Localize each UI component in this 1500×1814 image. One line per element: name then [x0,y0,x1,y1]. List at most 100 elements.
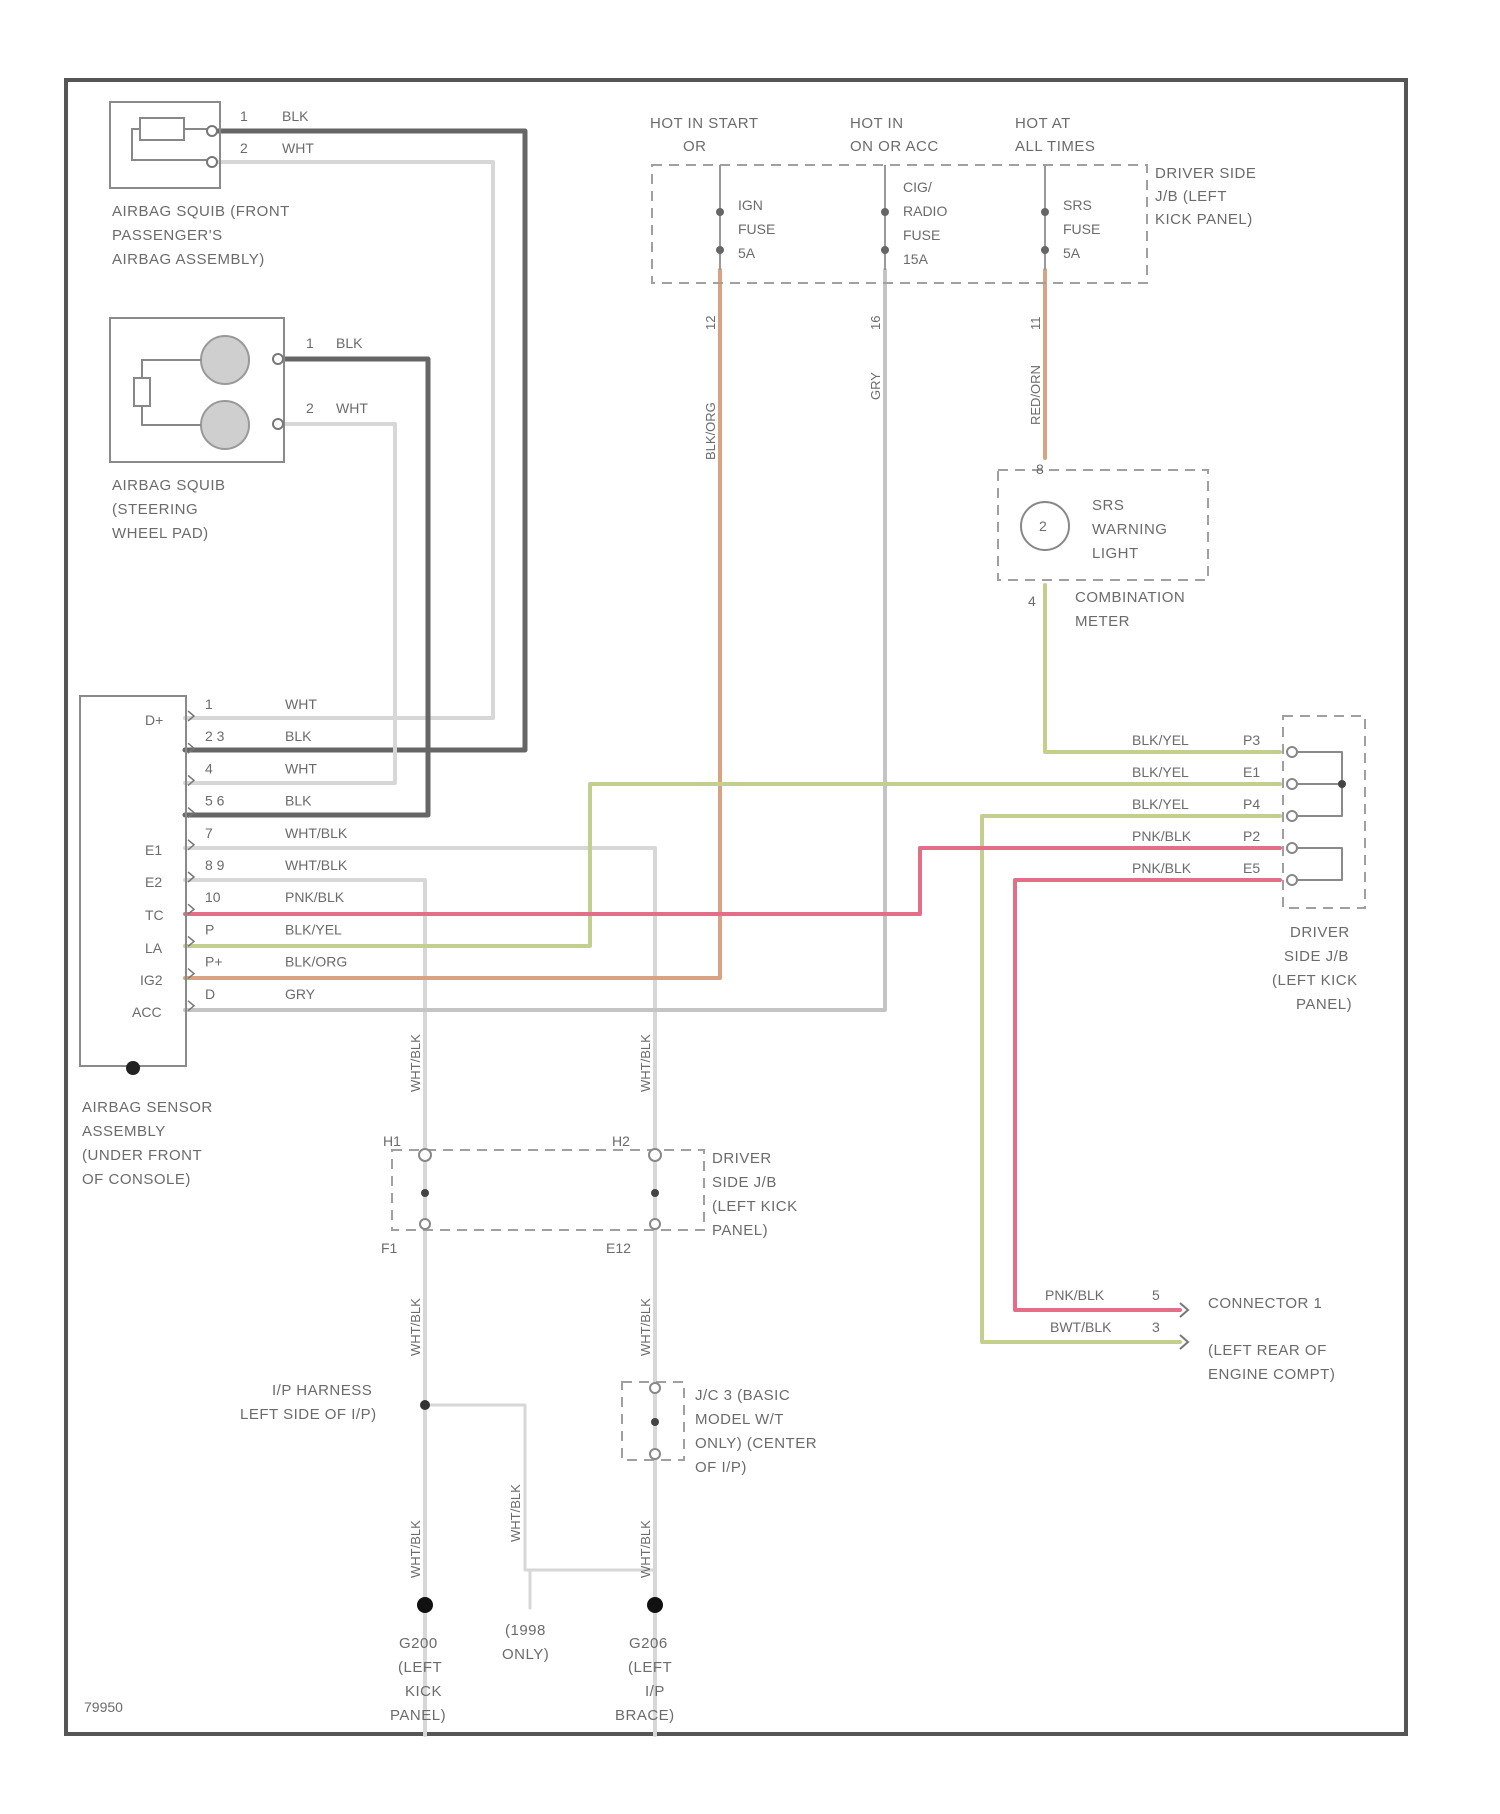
fuse-ign-2: FUSE [738,221,775,237]
conn1-wire-1: PNK/BLK [1045,1287,1105,1303]
ground-note-1: (1998 [505,1622,546,1639]
ground1-label-2: (LEFT [398,1659,442,1676]
jb-right-label-4: PANEL) [1296,996,1352,1013]
jb-right-terminal [1287,779,1297,789]
sensor-row-pin: 5 6 [205,793,225,809]
ip-harness: I/P HARNESS LEFT SIDE OF I/P) [240,1382,430,1423]
jc3-label-4: OF I/P) [695,1459,747,1476]
jb-right-pin: P3 [1243,732,1260,748]
steering-squib-label-2: (STEERING [112,501,198,518]
sensor-label-2: ASSEMBLY [82,1123,166,1140]
figure-id: 79950 [84,1699,123,1715]
squib2-wire-1: BLK [336,335,363,351]
jb-right-wire-color: BLK/YEL [1132,764,1189,780]
fuse-srs-2: FUSE [1063,221,1100,237]
fuse-cig-4: 15A [903,251,929,267]
mid-pin-h2: H2 [612,1133,630,1149]
sensor-row-wire-color: BLK [285,728,312,744]
jc3-label-2: MODEL W/T [695,1411,784,1428]
warning-light-label-1: SRS [1092,497,1124,514]
jb-right-terminal [1287,747,1297,757]
svg-text:2: 2 [1039,518,1047,534]
steering-squib: 1 2 BLK WHT AIRBAG SQUIB (STEERING WHEEL… [110,318,368,542]
jb-right-terminal [1287,875,1297,885]
sensor-row-wire-color: WHT [285,760,317,776]
sensor-row-wire-color: WHT/BLK [285,825,348,841]
sensor-row-pin: 7 [205,825,213,841]
power-start-label-2: OR [683,138,707,155]
fuse-ign-1: IGN [738,197,763,213]
jb-right-pin: P2 [1243,828,1260,844]
sensor-row-pin: 1 [205,696,213,712]
connector1-label-1: CONNECTOR 1 [1208,1295,1322,1312]
squib1-wire-2: WHT [282,140,314,156]
sensor-pin-la: LA [145,940,163,956]
jb-top-label-3: KICK PANEL) [1155,211,1253,228]
ip-harness-label-2: LEFT SIDE OF I/P) [240,1406,377,1423]
jb-mid-label-1: DRIVER [712,1150,772,1167]
jb-right-label-1: DRIVER [1290,924,1350,941]
sensor-row-pin: 2 3 [205,728,225,744]
fuse-cig-2: RADIO [903,203,947,219]
ground2-label-3: I/P [645,1683,665,1700]
jb-right-pin: E1 [1243,764,1260,780]
wire-blk-yel-conn [982,816,1280,1342]
ground1-label-1: G200 [399,1635,438,1652]
diagram-border [66,80,1406,1734]
ground2-label-1: G206 [629,1635,668,1652]
sensor-row-pin: P [205,921,214,937]
squib1-pin-1: 1 [240,108,248,124]
svg-text:WHT/BLK: WHT/BLK [508,1484,523,1542]
sensor-row-pin: 4 [205,760,213,776]
sensor-label-3: (UNDER FRONT [82,1147,202,1164]
wire-blk-yel-la [185,784,1280,946]
sensor-pin-e1: E1 [145,842,162,858]
svg-text:WHT/BLK: WHT/BLK [408,1298,423,1356]
jc3: J/C 3 (BASIC MODEL W/T ONLY) (CENTER OF … [622,1382,817,1476]
ground-note-2: ONLY) [502,1646,549,1663]
connector-1: PNK/BLK 5 BWT/BLK 3 CONNECTOR 1 (LEFT RE… [1045,1287,1335,1383]
svg-text:WHT/BLK: WHT/BLK [408,1520,423,1578]
wire-blk-org [185,270,720,978]
passenger-squib-label-3: AIRBAG ASSEMBLY) [112,251,265,268]
mid-pin-f1: F1 [381,1240,398,1256]
conn1-pin-2: 3 [1152,1319,1160,1335]
squib1-pin-2: 2 [240,140,248,156]
jb-right-wire-color: BLK/YEL [1132,732,1189,748]
sensor-row-wire-color: GRY [285,986,316,1002]
jb-mid-label-4: PANEL) [712,1222,768,1239]
jb-mid-label-2: SIDE J/B [712,1174,777,1191]
pin-srs: 11 [1028,317,1043,331]
conn1-wire-2: BWT/BLK [1050,1319,1112,1335]
power-always-label-2: ALL TIMES [1015,138,1095,155]
svg-text:WHT/BLK: WHT/BLK [408,1034,423,1092]
jb-right-terminal [1287,811,1297,821]
sensor-pin-acc: ACC [132,1004,162,1020]
sensor-pin-ig2: IG2 [140,972,163,988]
ground-g206-icon [647,1597,663,1613]
power-section: HOT IN START OR HOT IN ON OR ACC HOT AT … [650,115,1256,460]
jb-right-wire-color: BLK/YEL [1132,796,1189,812]
jb-mid: H1 H2 F1 E12 DRIVER SIDE J/B (LEFT KICK … [381,1133,798,1256]
sensor-row-wire-color: WHT [285,696,317,712]
conn1-pin-1: 5 [1152,1287,1160,1303]
squib2-pin-2: 2 [306,400,314,416]
grounds: G200 (LEFT KICK PANEL) G206 (LEFT I/P BR… [390,1597,675,1724]
jb-right-pin: E5 [1243,860,1260,876]
power-always-label-1: HOT AT [1015,115,1071,132]
wires [185,131,1342,1735]
mid-pin-e12: E12 [606,1240,631,1256]
wire-pnk-blk-conn [1015,880,1280,1310]
connector1-label-2: (LEFT REAR OF [1208,1342,1327,1359]
sensor-row-pin: 8 9 [205,857,225,873]
warning-light-label-3: LIGHT [1092,545,1139,562]
steering-squib-label-3: WHEEL PAD) [112,525,209,542]
steering-squib-label-1: AIRBAG SQUIB [112,477,226,494]
jb-right-pin: P4 [1243,796,1260,812]
fuse-cig-3: FUSE [903,227,940,243]
meter-label-1: COMBINATION [1075,589,1185,606]
jb-top-label-2: J/B (LEFT [1155,188,1227,205]
ground2-label-4: BRACE) [615,1707,675,1724]
